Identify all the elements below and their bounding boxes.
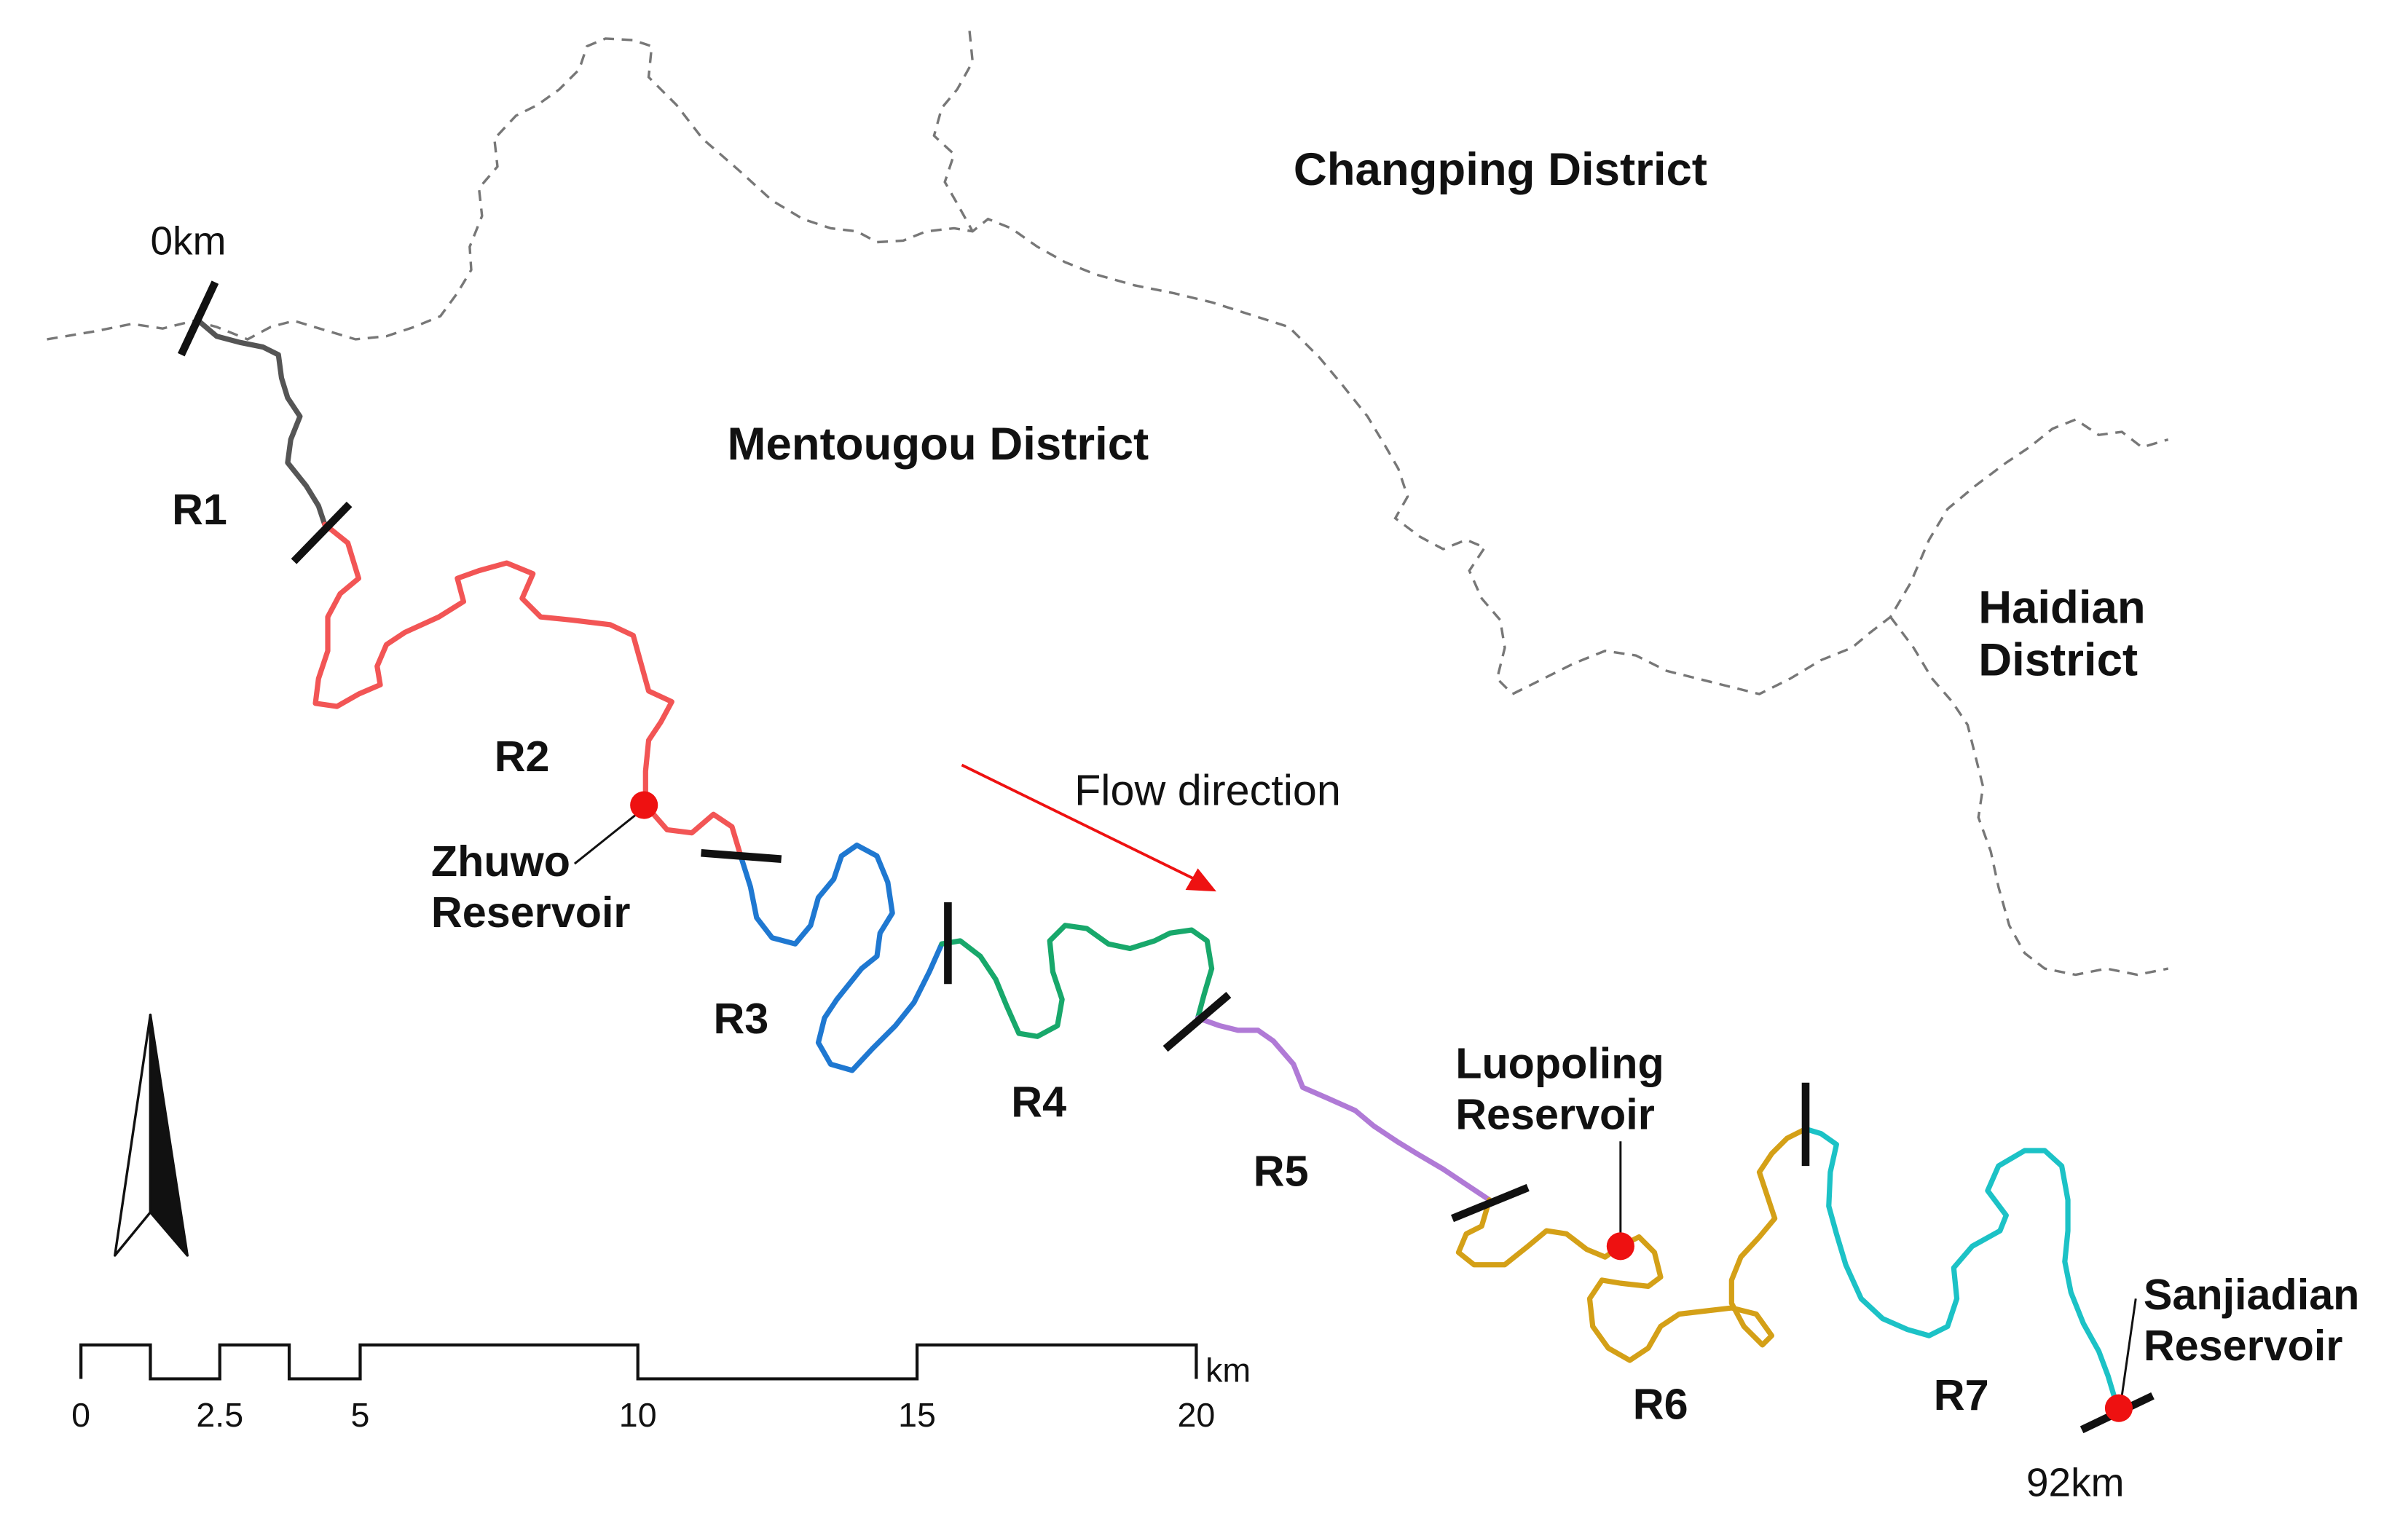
reach-label-r7: R7 [1934, 1371, 1989, 1419]
boundary-haidian-south [1889, 616, 2169, 977]
scale-bar-line [79, 1343, 1198, 1381]
scale-tick-20: 20 [1178, 1396, 1216, 1434]
sanjiadian-reservoir-label-line1: Sanjiadian [2144, 1270, 2360, 1319]
flow-direction-label: Flow direction [1074, 766, 1341, 815]
scale-tick-0: 0 [71, 1396, 90, 1434]
haidian-district-label-line2: District [1978, 634, 2138, 686]
river [194, 316, 2120, 1410]
north-arrow-icon [114, 1013, 189, 1257]
district-boundaries [47, 31, 2169, 977]
scale-tick-2-5: 2.5 [196, 1396, 243, 1434]
sanjiadian-reservoir-marker [2104, 1394, 2133, 1422]
zhuwo-reservoir-label-line2: Reservoir [431, 888, 631, 936]
luopoling-reservoir-marker [1606, 1232, 1634, 1261]
reach-r1-path [194, 316, 328, 527]
scale-bar: 0 2.5 5 10 15 20 km [71, 1343, 1251, 1434]
reach-boundaries [178, 280, 2155, 1434]
reach-r6-path [1455, 1126, 1809, 1363]
reach-label-r5: R5 [1254, 1147, 1309, 1196]
scale-tick-10: 10 [619, 1396, 657, 1434]
changping-district-label: Changping District [1294, 143, 1707, 195]
reach-label-r2: R2 [495, 732, 550, 781]
reach-r5-path [1195, 1015, 1492, 1203]
north-arrow-left-half [114, 1013, 152, 1257]
reservoir-leaders [573, 807, 2137, 1407]
luopoling-reservoir-label-line2: Reservoir [1455, 1089, 1655, 1138]
mentougou-district-label: Mentougou District [728, 418, 1149, 470]
flow-arrow-shaft [961, 763, 1196, 880]
boundary-tick-r1-r2 [291, 501, 353, 564]
flow-direction-arrow [961, 763, 1216, 892]
boundary-changping-north [932, 31, 975, 232]
scale-tick-5: 5 [351, 1396, 370, 1434]
scale-unit-label: km [1205, 1352, 1251, 1389]
boundary-tick-start [178, 280, 219, 357]
boundary-tick-r5-r6 [1450, 1183, 1530, 1223]
sanjiadian-reservoir-label-line2: Reservoir [2144, 1321, 2343, 1370]
start-distance-label: 0km [150, 218, 226, 263]
reach-label-r1: R1 [172, 485, 227, 534]
boundary-mentougou-changping [47, 37, 1514, 695]
boundary-tick-r4-r5 [1162, 992, 1232, 1052]
zhuwo-reservoir-label-line1: Zhuwo [431, 837, 570, 886]
scale-tick-15: 15 [898, 1396, 936, 1434]
leader-sanjiadian [2119, 1298, 2137, 1407]
boundary-mentougou-haidian [1511, 418, 2169, 695]
reach-r3-path [739, 843, 945, 1073]
north-arrow-right-half [149, 1013, 189, 1257]
haidian-district-label-line1: Haidian [1978, 582, 2145, 634]
flow-arrowhead-icon [1185, 868, 1216, 892]
reach-r7-path [1803, 1126, 2120, 1410]
reach-r2-path [312, 521, 744, 861]
reach-r4-path [939, 923, 1215, 1039]
reach-label-r4: R4 [1011, 1077, 1066, 1126]
end-distance-label: 92km [2026, 1459, 2125, 1505]
reach-label-r6: R6 [1633, 1380, 1688, 1429]
reservoir-markers [630, 791, 2133, 1422]
leader-zhuwo [573, 807, 645, 865]
reach-label-r3: R3 [713, 994, 768, 1043]
boundary-tick-r2-r3 [701, 848, 782, 863]
luopoling-reservoir-label-line1: Luopoling [1455, 1038, 1664, 1087]
zhuwo-reservoir-marker [630, 791, 658, 819]
